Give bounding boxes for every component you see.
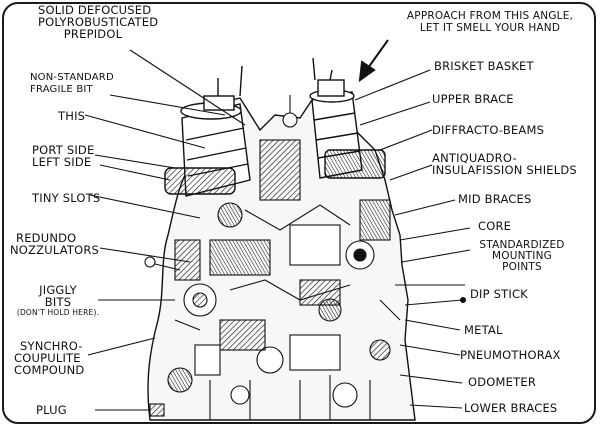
label-dip-stick: DIP STICK	[470, 287, 528, 301]
label-lower-braces: LOWER BRACES	[464, 401, 558, 415]
label-tiny-slots: TINY SLOTS	[32, 191, 101, 205]
label-line: SOLID DEFOCUSED	[38, 3, 152, 17]
label-solid-defocused-polyrobusticated-prepidol: SOLID DEFOCUSED POLYROBUSTICATED PREPIDO…	[38, 3, 159, 41]
leader-lines	[84, 49, 471, 409]
label-line: NOZZULATORS	[10, 243, 100, 257]
label-diffracto-beams: DIFFRACTO-BEAMS	[432, 123, 545, 137]
label-line: PORT SIDE	[32, 143, 95, 157]
label-line: ANTIQUADRO-	[432, 151, 517, 165]
machine-clutter	[95, 95, 467, 420]
label-plug: PLUG	[36, 403, 67, 417]
label-mid-braces: MID BRACES	[458, 192, 532, 206]
label-line: POLYROBUSTICATED	[38, 15, 159, 29]
label-odometer: ODOMETER	[468, 375, 537, 389]
label-jiggly-bits: JIGGLY BITS (DON'T HOLD HERE).	[8, 284, 108, 318]
approach-arrow	[358, 39, 389, 83]
right-cylinder	[309, 57, 386, 179]
label-metal: METAL	[464, 323, 503, 337]
label-line: LET IT SMELL YOUR HAND	[419, 22, 561, 34]
label-line: COUPULITE	[14, 351, 81, 365]
label-line: FRAGILE BIT	[30, 84, 93, 95]
rounded-frame	[2, 2, 596, 424]
label-brisket-basket: BRISKET BASKET	[434, 59, 534, 73]
label-upper-brace: UPPER BRACE	[432, 92, 514, 106]
label-pneumothorax: PNEUMOTHORAX	[460, 348, 561, 362]
label-line: INSULAFISSION SHIELDS	[432, 163, 577, 177]
label-line: LEFT SIDE	[32, 155, 92, 169]
label-line: BITS	[44, 295, 72, 309]
label-non-standard-fragile-bit: NON-STANDARD FRAGILE BIT	[30, 72, 114, 96]
label-line: STANDARDIZED	[479, 239, 565, 251]
label-standardized-mounting-points: STANDARDIZED MOUNTING POINTS	[472, 240, 572, 273]
label-line: PREPIDOL	[63, 27, 123, 41]
label-line: POINTS	[502, 261, 542, 273]
label-line: COMPOUND	[14, 363, 85, 377]
label-jiggly-note: (DON'T HOLD HERE).	[16, 308, 100, 317]
label-line: REDUNDO	[16, 231, 77, 245]
label-antiquadro-insulafission-shields: ANTIQUADRO- INSULAFISSION SHIELDS	[432, 152, 577, 176]
label-this: THIS	[58, 109, 86, 123]
label-approach-from-this-angle: APPROACH FROM THIS ANGLE, LET IT SMELL Y…	[400, 10, 580, 34]
label-synchro-coupulite-compound: SYNCHRO- COUPULITE COMPOUND	[14, 340, 84, 376]
label-line: JIGGLY	[39, 283, 77, 297]
label-port-left-side: PORT SIDE LEFT SIDE	[32, 144, 94, 168]
label-line: NON-STANDARD	[30, 72, 114, 83]
label-line: MOUNTING	[492, 250, 552, 262]
label-core: CORE	[478, 219, 512, 233]
left-cylinder	[164, 65, 251, 197]
label-line: SYNCHRO-	[20, 339, 83, 353]
label-redundo-nozzulators: REDUNDO NOZZULATORS	[10, 232, 99, 256]
label-line: APPROACH FROM THIS ANGLE,	[406, 10, 574, 22]
